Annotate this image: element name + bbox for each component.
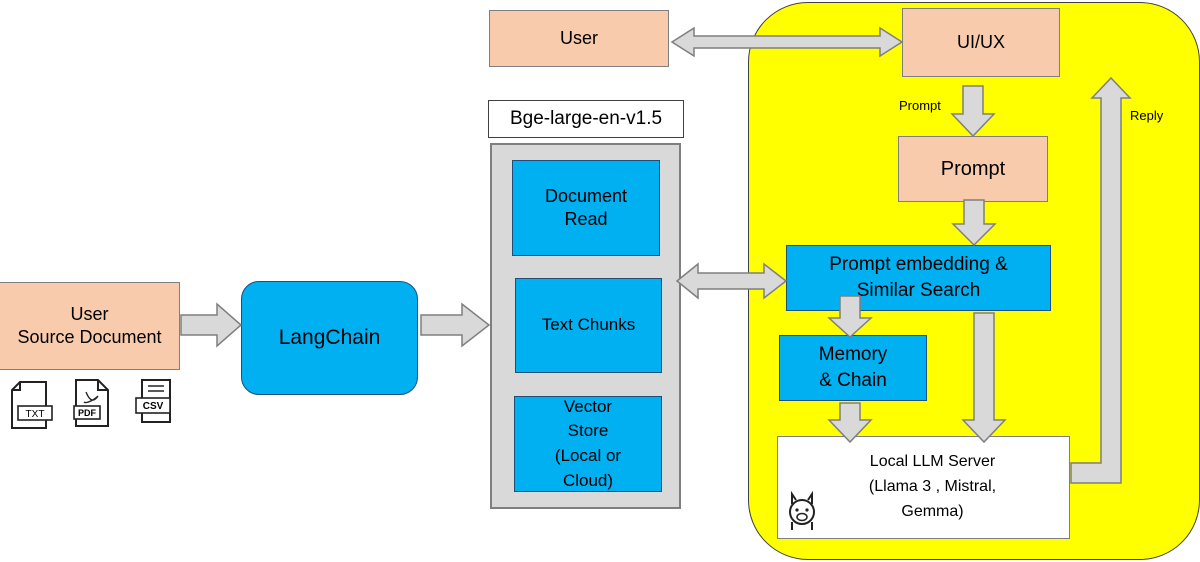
langchain-to-vector-arrow <box>420 302 491 348</box>
memory-chain-label: Memory & Chain <box>818 344 888 391</box>
langchain-box: LangChain <box>241 281 418 395</box>
pdf-file-label: PDF <box>78 408 97 418</box>
local-llm-server-box: Local LLM Server (Llama 3 , Mistral, Gem… <box>777 436 1070 539</box>
model-label: Bge-large-en-v1.5 <box>509 107 663 129</box>
vector-embedding-double-arrow <box>675 262 788 300</box>
embedding-to-memory-arrow <box>827 295 873 339</box>
pdf-file-icon: PDF <box>73 379 109 427</box>
user-uiux-double-arrow <box>670 26 904 58</box>
document-read-box: Document Read <box>512 160 660 256</box>
uiux-box-label: UI/UX <box>956 31 1005 52</box>
user-box-label: User <box>559 27 598 48</box>
prompt-to-embedding-arrow <box>951 199 997 247</box>
model-label-box: Bge-large-en-v1.5 <box>488 100 684 138</box>
memory-to-llm-arrow <box>827 402 873 444</box>
uiux-to-prompt-arrow <box>950 85 996 138</box>
text-chunks-box: Text Chunks <box>515 278 662 373</box>
source-document-label: User Source Document <box>17 303 162 347</box>
vector-store-label: Vector Store (Local or Cloud) <box>554 396 622 490</box>
local-llm-server-label: Local LLM Server (Llama 3 , Mistral, Gem… <box>868 453 997 520</box>
prompt-box: Prompt <box>898 136 1048 202</box>
llm-to-uiux-reply-arrow <box>1070 76 1132 484</box>
csv-file-label: CSV <box>143 401 164 412</box>
prompt-embedding-label: Prompt embedding & Similar Search <box>829 254 1008 301</box>
txt-file-icon: TXT <box>11 381 53 429</box>
csv-file-icon: CSV <box>135 379 171 423</box>
vector-store-box: Vector Store (Local or Cloud) <box>514 396 662 492</box>
langchain-label: LangChain <box>278 326 381 350</box>
user-box: User <box>489 10 669 67</box>
embedding-to-llm-arrow <box>961 312 1007 444</box>
reply-arrow-label: Reply <box>1130 108 1164 123</box>
prompt-arrow-label: Prompt <box>899 98 941 113</box>
text-chunks-label: Text Chunks <box>541 315 636 335</box>
prompt-box-label: Prompt <box>940 158 1006 180</box>
txt-file-label: TXT <box>26 409 45 420</box>
source-document-box: User Source Document <box>0 282 180 370</box>
source-to-langchain-arrow <box>180 302 243 348</box>
document-read-label: Document Read <box>544 185 628 229</box>
memory-chain-box: Memory & Chain <box>779 335 927 401</box>
prompt-embedding-box: Prompt embedding & Similar Search <box>786 245 1051 311</box>
uiux-box: UI/UX <box>902 8 1060 77</box>
llama-icon <box>789 490 815 530</box>
